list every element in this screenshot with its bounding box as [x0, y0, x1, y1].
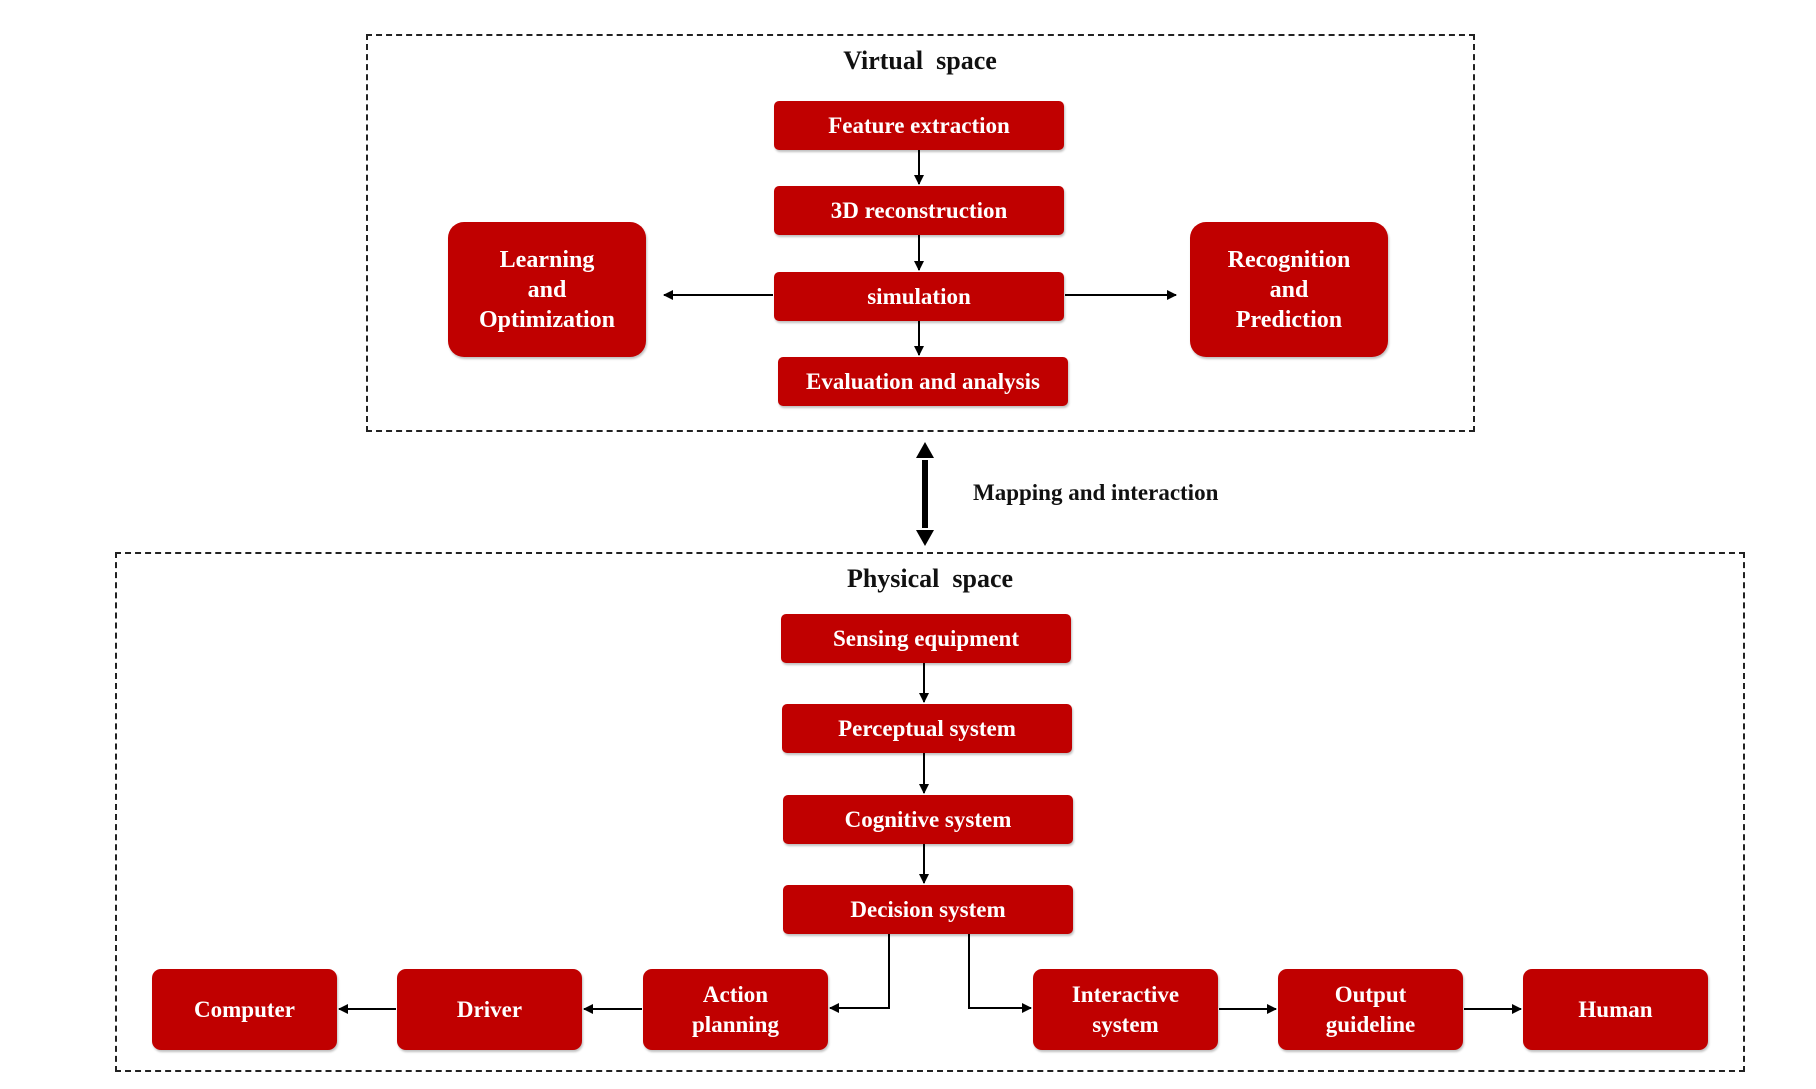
simulation-box: simulation — [774, 272, 1064, 321]
mapping-arrow-head-up — [916, 442, 934, 458]
decision-system-box: Decision system — [783, 885, 1073, 934]
virtual-space-frame — [366, 34, 1475, 432]
sensing-equipment-box: Sensing equipment — [781, 614, 1071, 663]
recognition-prediction-box: Recognition and Prediction — [1190, 222, 1388, 357]
feature-extraction-box: Feature extraction — [774, 101, 1064, 150]
3d-reconstruction-box: 3D reconstruction — [774, 186, 1064, 235]
output-guideline-box: Output guideline — [1278, 969, 1463, 1050]
learning-optimization-box: Learning and Optimization — [448, 222, 646, 357]
arrow-decision-to-interactive — [968, 934, 1032, 1013]
evaluation-analysis-box: Evaluation and analysis — [778, 357, 1068, 406]
arrow-decision-to-action-planning — [829, 934, 890, 1013]
perceptual-system-box: Perceptual system — [782, 704, 1072, 753]
physical-space-frame — [115, 552, 1745, 1072]
cognitive-system-box: Cognitive system — [783, 795, 1073, 844]
computer-box: Computer — [152, 969, 337, 1050]
interactive-system-box: Interactive system — [1033, 969, 1218, 1050]
mapping-interaction-label: Mapping and interaction — [973, 480, 1219, 505]
human-box: Human — [1523, 969, 1708, 1050]
driver-box: Driver — [397, 969, 582, 1050]
physical-space-title: Physical space — [846, 564, 1014, 593]
mapping-arrow-head-down — [916, 530, 934, 546]
action-planning-box: Action planning — [643, 969, 828, 1050]
virtual-space-title: Virtual space — [843, 46, 997, 75]
